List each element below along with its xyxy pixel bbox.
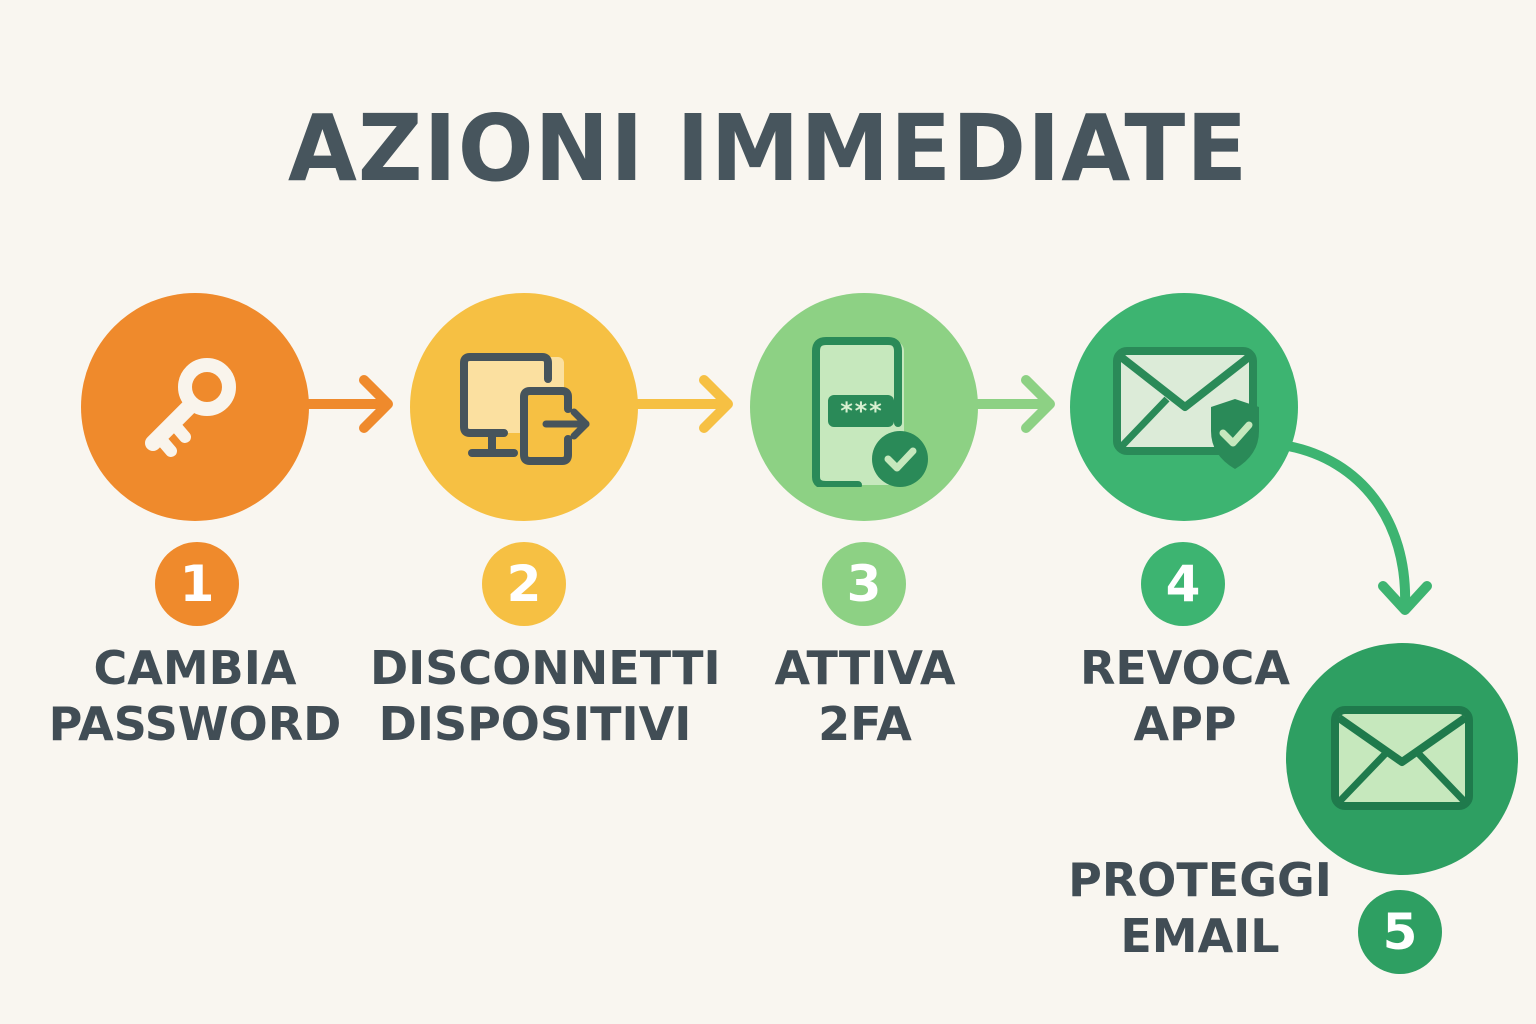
arrow-4-to-5 [1283, 441, 1432, 615]
page-title: AZIONI IMMEDIATE [287, 95, 1249, 202]
step-4-label-line2: APP [1133, 697, 1237, 751]
step-5-label: PROTEGGI EMAIL [1060, 852, 1340, 964]
phone-2fa-icon: *** [812, 337, 928, 487]
step-3-circle: *** [750, 293, 978, 521]
step-4-number-badge: 4 [1141, 542, 1225, 626]
svg-text:***: *** [839, 397, 882, 425]
step-5-number-badge: 5 [1358, 890, 1442, 974]
step-1-label-line2: PASSWORD [48, 697, 342, 751]
arrow-1-to-2 [295, 375, 393, 433]
step-3-number-badge: 3 [822, 542, 906, 626]
email-icon [1331, 706, 1473, 810]
step-2-label: DISCONNETTI DISPOSITIVI [370, 640, 721, 752]
step-2-label-line2: DISPOSITIVI [378, 697, 692, 751]
arrow-2-to-3 [631, 375, 733, 433]
devices-logout-icon [460, 353, 590, 465]
key-icon [145, 358, 236, 457]
email-shield-icon [1113, 347, 1259, 469]
step-3-label: ATTIVA 2FA [730, 640, 1000, 752]
step-3-label-line2: 2FA [818, 697, 912, 751]
step-2-number-badge: 2 [482, 542, 566, 626]
step-4-circle [1070, 293, 1298, 521]
step-5-label-line1: PROTEGGI [1068, 853, 1332, 907]
arrow-3-to-4 [971, 375, 1055, 433]
step-5-circle [1286, 643, 1518, 875]
step-4-label: REVOCA APP [1060, 640, 1310, 752]
step-3-label-line1: ATTIVA [774, 641, 956, 695]
step-2-circle [410, 293, 638, 521]
step-5-label-line2: EMAIL [1120, 909, 1280, 963]
step-1-circle [81, 293, 309, 521]
step-1-number-badge: 1 [155, 542, 239, 626]
step-2-label-line1: DISCONNETTI [370, 641, 721, 695]
step-1-label-line1: CAMBIA [93, 641, 297, 695]
step-4-label-line1: REVOCA [1079, 641, 1291, 695]
step-1-label: CAMBIA PASSWORD [45, 640, 345, 752]
